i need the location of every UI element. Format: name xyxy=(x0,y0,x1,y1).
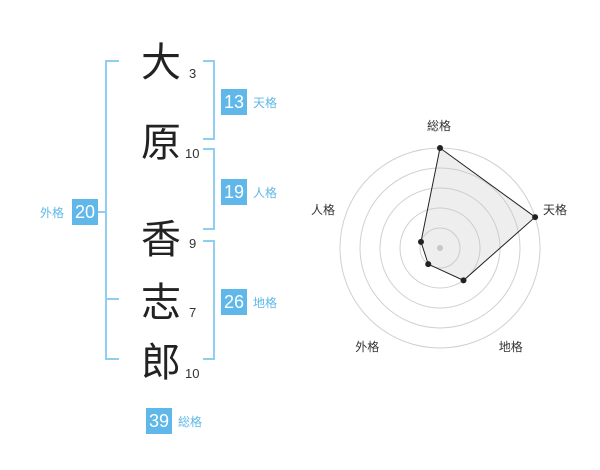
radar-axis-label-5: 人格 xyxy=(310,203,335,218)
name-char-3: 香 xyxy=(141,217,181,263)
radar-ring-2 xyxy=(399,207,481,289)
soukaku-value-badge: 39 xyxy=(146,408,172,434)
name-char-2: 原 xyxy=(141,120,181,166)
radar-ring-1 xyxy=(419,227,461,269)
radar-point-5 xyxy=(417,238,424,245)
stroke-count-1: 3 xyxy=(189,66,197,81)
radar-point-4 xyxy=(425,261,432,268)
radar-point-3 xyxy=(460,277,467,284)
name-char-4: 志 xyxy=(141,280,181,326)
tenkaku-value-badge: 13 xyxy=(221,89,247,115)
radar-point-2 xyxy=(532,214,539,221)
radar-axis-label-1: 総格 xyxy=(427,119,452,133)
radar-axis-label-4: 外格 xyxy=(355,339,380,354)
gaikaku-value-badge: 20 xyxy=(72,199,98,225)
chikaku-label: 地格 xyxy=(253,296,278,310)
jinkaku-label: 人格 xyxy=(253,186,278,200)
gaikaku-label: 外格 xyxy=(40,206,65,220)
stroke-count-4: 7 xyxy=(189,305,197,320)
name-char-1: 大 xyxy=(141,40,181,86)
jinkaku-value-badge: 19 xyxy=(221,179,247,205)
stroke-count-3: 9 xyxy=(189,236,197,251)
radar-series-polygon xyxy=(420,147,536,281)
radar-axis-label-3: 地格 xyxy=(498,339,523,354)
radar-center-dot xyxy=(437,245,443,251)
stroke-count-5: 10 xyxy=(185,366,200,381)
chikaku-value-badge: 26 xyxy=(221,289,247,315)
radar-ring-4 xyxy=(359,167,521,329)
stroke-count-2: 10 xyxy=(185,146,200,161)
name-char-5: 郎 xyxy=(141,340,181,386)
radar-axis-label-2: 天格 xyxy=(543,203,568,218)
soukaku-label: 総格 xyxy=(178,415,203,429)
tenkaku-label: 天格 xyxy=(253,96,278,110)
radar-point-1 xyxy=(437,145,443,151)
